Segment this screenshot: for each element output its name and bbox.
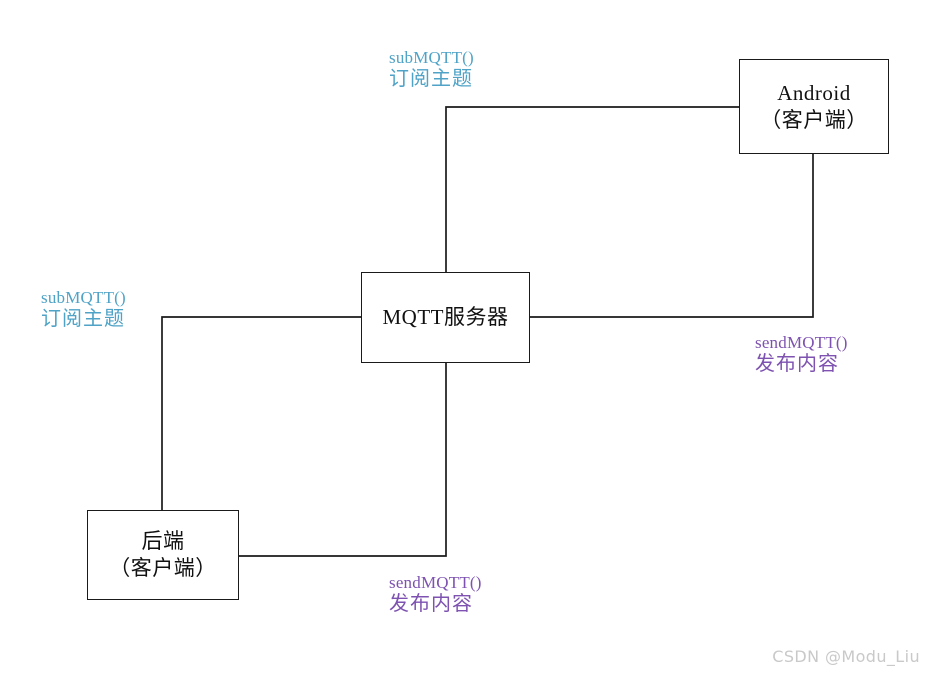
watermark-text: CSDN @Modu_Liu bbox=[772, 647, 920, 666]
connector-backend-to-server bbox=[238, 362, 447, 557]
edge-label-backend-subscribe-cn: 订阅主题 bbox=[41, 308, 125, 331]
node-android[interactable]: Android （客户端） bbox=[739, 59, 889, 154]
connector-android-to-server bbox=[529, 153, 814, 318]
connector-server-to-backend bbox=[161, 316, 362, 511]
node-backend-title: 后端 bbox=[141, 529, 185, 554]
node-backend-subtitle: （客户端） bbox=[109, 556, 217, 580]
edge-label-backend-publish-cn: 发布内容 bbox=[389, 593, 473, 616]
edge-label-android-subscribe-cn: 订阅主题 bbox=[389, 68, 473, 91]
edge-label-android-publish-cn: 发布内容 bbox=[755, 353, 839, 376]
edge-label-backend-publish: sendMQTT() 发布内容 bbox=[389, 573, 482, 617]
node-mqtt-server-title: MQTT服务器 bbox=[382, 305, 509, 330]
edge-label-android-publish-fn: sendMQTT() bbox=[755, 333, 848, 352]
edge-label-backend-publish-fn: sendMQTT() bbox=[389, 573, 482, 592]
node-android-title: Android bbox=[777, 80, 851, 105]
connector-server-to-android bbox=[445, 106, 740, 273]
node-android-subtitle: （客户端） bbox=[760, 107, 868, 132]
edge-label-android-subscribe-fn: subMQTT() bbox=[389, 48, 474, 67]
edge-label-android-publish: sendMQTT() 发布内容 bbox=[755, 333, 848, 377]
edge-label-android-subscribe: subMQTT() 订阅主题 bbox=[389, 48, 474, 92]
edge-label-backend-subscribe-fn: subMQTT() bbox=[41, 288, 126, 307]
node-backend[interactable]: 后端 （客户端） bbox=[87, 510, 239, 600]
edge-label-backend-subscribe: subMQTT() 订阅主题 bbox=[41, 288, 126, 332]
node-mqtt-server[interactable]: MQTT服务器 bbox=[361, 272, 530, 363]
